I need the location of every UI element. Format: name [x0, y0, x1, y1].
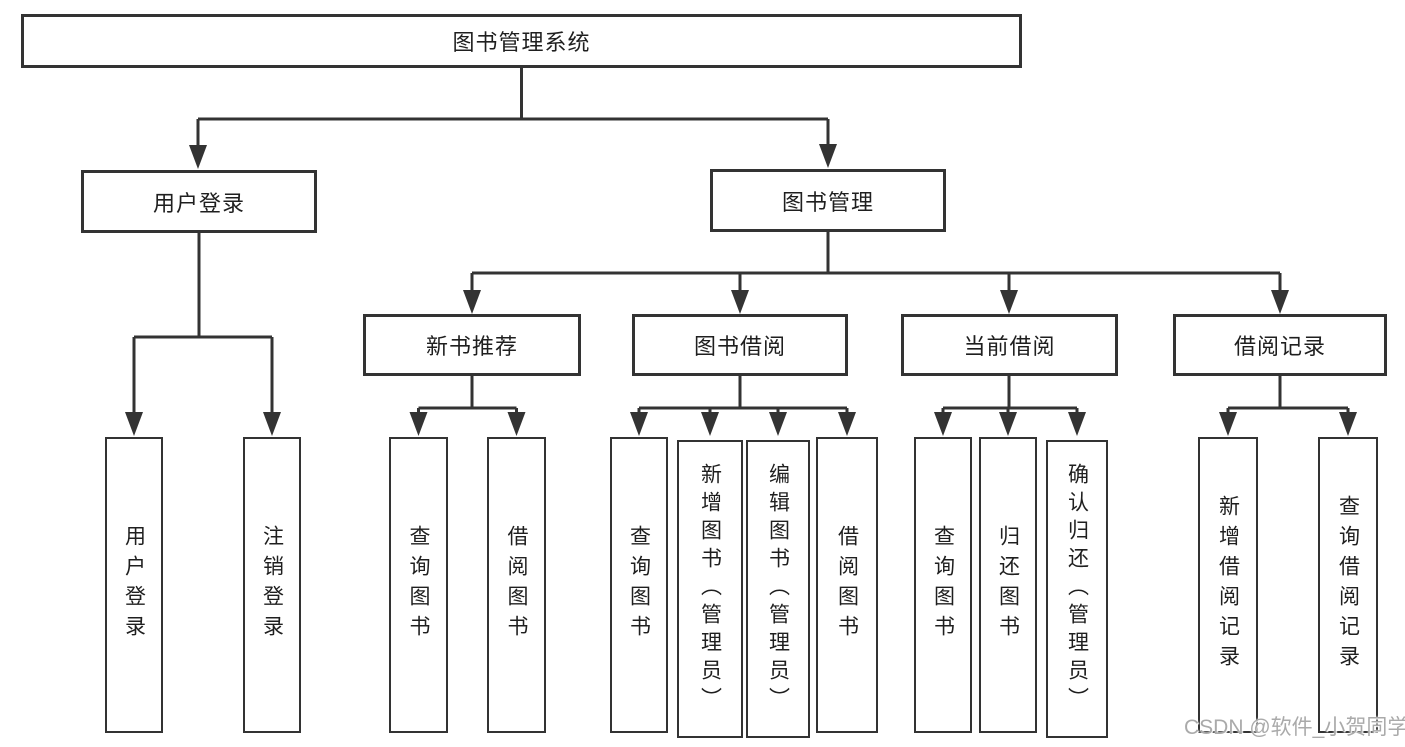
arrowheads — [125, 144, 1357, 436]
node-borrowing-records: 借阅记录 — [1173, 314, 1387, 376]
node-current-borrowing-label: 当前借阅 — [963, 334, 1056, 359]
node-query-books-current: 查询图书 — [914, 437, 972, 733]
node-query-borrow-record-label: 查询借阅记录 — [1336, 495, 1360, 675]
node-edit-book-admin-label: 编辑图书（管理员） — [766, 463, 790, 715]
arrow-down-icon — [999, 412, 1017, 436]
node-current-borrowing: 当前借阅 — [901, 314, 1118, 376]
arrow-down-icon — [630, 412, 648, 436]
node-book-management: 图书管理 — [710, 169, 946, 232]
node-root-label: 图书管理系统 — [452, 30, 591, 55]
node-add-borrow-record-label: 新增借阅记录 — [1216, 495, 1240, 675]
arrow-down-icon — [934, 412, 952, 436]
arrow-down-icon — [125, 412, 143, 436]
node-query-borrow-record: 查询借阅记录 — [1318, 437, 1378, 733]
node-leaf-logout-label: 注销登录 — [260, 525, 284, 645]
node-leaf-logout: 注销登录 — [243, 437, 301, 733]
node-add-book-admin: 新增图书（管理员） — [677, 440, 743, 738]
node-root: 图书管理系统 — [21, 14, 1022, 68]
arrow-down-icon — [769, 412, 787, 436]
node-query-books-borrow: 查询图书 — [610, 437, 668, 733]
arrow-down-icon — [263, 412, 281, 436]
node-borrow-books-recommend-label: 借阅图书 — [505, 525, 528, 645]
node-edit-book-admin: 编辑图书（管理员） — [746, 440, 810, 738]
node-book-borrowing-label: 图书借阅 — [693, 334, 786, 359]
node-confirm-return-admin: 确认归还（管理员） — [1046, 440, 1108, 738]
arrow-down-icon — [701, 412, 719, 436]
node-user-login-label: 用户登录 — [152, 190, 245, 216]
node-book-borrowing: 图书借阅 — [632, 314, 848, 376]
node-return-books-label: 归还图书 — [996, 525, 1020, 645]
node-query-books-recommend: 查询图书 — [389, 437, 448, 733]
node-leaf-user-login-label: 用户登录 — [122, 525, 146, 645]
arrow-down-icon — [1068, 412, 1086, 436]
arrow-down-icon — [838, 412, 856, 436]
arrow-down-icon — [463, 290, 481, 314]
arrow-down-icon — [409, 412, 428, 436]
arrow-down-icon — [819, 144, 837, 168]
node-borrowing-records-label: 借阅记录 — [1233, 334, 1326, 359]
node-borrow-books-borrow: 借阅图书 — [816, 437, 878, 733]
node-new-book-recommendation-label: 新书推荐 — [425, 334, 518, 359]
node-query-books-current-label: 查询图书 — [931, 525, 955, 645]
node-borrow-books-borrow-label: 借阅图书 — [835, 525, 859, 645]
arrow-down-icon — [1339, 412, 1357, 436]
node-query-books-borrow-label: 查询图书 — [627, 525, 651, 645]
node-borrow-books-recommend: 借阅图书 — [487, 437, 546, 733]
arrow-down-icon — [1271, 290, 1289, 314]
arrow-down-icon — [1000, 290, 1018, 314]
node-leaf-user-login: 用户登录 — [105, 437, 163, 733]
node-add-book-admin-label: 新增图书（管理员） — [698, 463, 722, 715]
arrow-down-icon — [1219, 412, 1237, 436]
arrow-down-icon — [507, 412, 526, 436]
node-new-book-recommendation: 新书推荐 — [363, 314, 581, 376]
watermark: CSDN @软件_小贺同学 — [1184, 716, 1405, 739]
node-user-login: 用户登录 — [81, 170, 317, 233]
node-book-management-label: 图书管理 — [781, 189, 874, 215]
node-confirm-return-admin-label: 确认归还（管理员） — [1065, 463, 1089, 715]
arrow-down-icon — [189, 145, 207, 169]
node-return-books: 归还图书 — [979, 437, 1037, 733]
node-add-borrow-record: 新增借阅记录 — [1198, 437, 1258, 733]
arrow-down-icon — [731, 290, 749, 314]
node-query-books-recommend-label: 查询图书 — [407, 525, 430, 645]
